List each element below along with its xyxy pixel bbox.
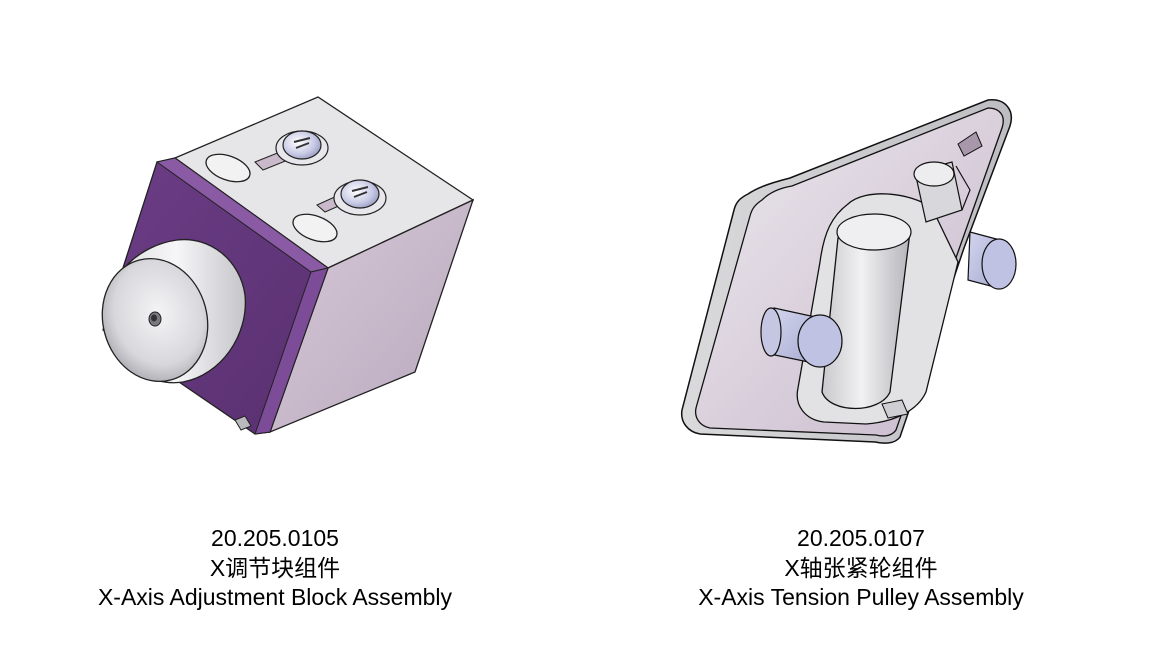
part-number: 20.205.0105 bbox=[211, 525, 339, 551]
screw-1 bbox=[275, 130, 329, 166]
adjustment-block-drawing bbox=[101, 96, 475, 435]
bottom-nut bbox=[881, 399, 909, 419]
caption-left: 20.205.0105 X调节块组件 X-Axis Adjustment Blo… bbox=[55, 524, 495, 613]
plate-notch bbox=[957, 131, 983, 157]
part-name-english: X-Axis Adjustment Block Assembly bbox=[97, 584, 453, 610]
block-foot bbox=[234, 415, 252, 431]
axle-top bbox=[913, 161, 971, 223]
adjustment-block-render bbox=[95, 90, 485, 440]
part-name-english: X-Axis Tension Pulley Assembly bbox=[698, 584, 1024, 610]
screw-2 bbox=[333, 179, 387, 216]
part-name-chinese: X调节块组件 bbox=[209, 554, 341, 581]
purple-plate-edge bbox=[254, 267, 329, 435]
top-slot-2 bbox=[292, 213, 338, 243]
tension-pulley-drawing bbox=[680, 99, 1017, 444]
part-number: 20.205.0107 bbox=[797, 525, 925, 551]
pin-left bbox=[760, 307, 843, 368]
adjustment-knob bbox=[101, 238, 246, 384]
pin-right bbox=[967, 231, 1017, 290]
tension-pulley-render bbox=[670, 92, 1040, 452]
part-name-chinese: X轴张紧轮组件 bbox=[784, 554, 938, 581]
top-slot-1 bbox=[205, 153, 251, 183]
caption-right: 20.205.0107 X轴张紧轮组件 X-Axis Tension Pulle… bbox=[641, 524, 1081, 613]
pulley-top-face bbox=[836, 213, 912, 251]
